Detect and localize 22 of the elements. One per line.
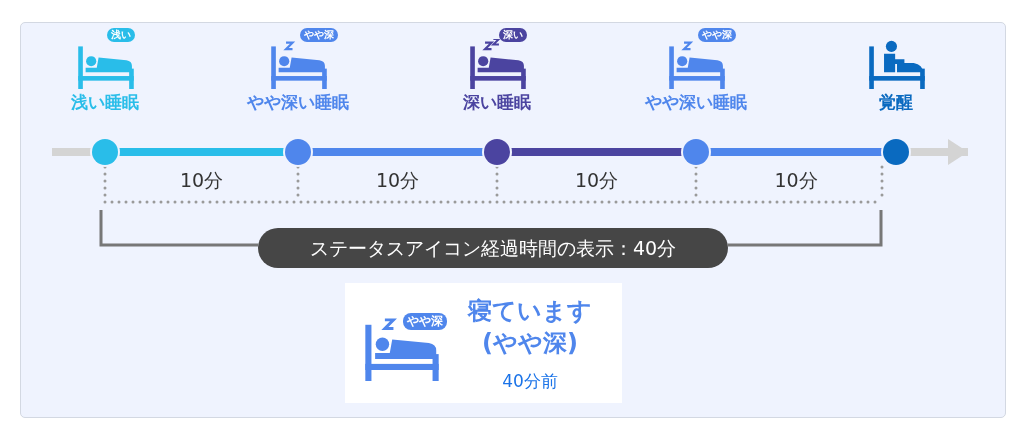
timeline-segment xyxy=(118,148,285,156)
edge-label: 10分 xyxy=(774,168,818,193)
status-heading: 寝ています (やや深) xyxy=(466,296,593,359)
stage-label: やや深い睡眠 xyxy=(645,91,747,114)
edge-label: 10分 xyxy=(574,168,619,193)
timeline-segment xyxy=(311,148,484,156)
stage-label: 深い睡眠 xyxy=(463,91,531,114)
badge: やや深 xyxy=(403,313,447,330)
stage-label: やや深い睡眠 xyxy=(247,91,349,114)
badge: やや深 xyxy=(698,28,736,42)
badge: やや深 xyxy=(300,28,338,42)
timeline-segment xyxy=(510,148,683,156)
edge-label: 10分 xyxy=(179,168,224,193)
status-pill: ステータスアイコン経過時間の表示：40分 xyxy=(258,228,728,268)
status-card xyxy=(345,283,622,403)
elapsed-time: 40分前 xyxy=(501,370,559,392)
edge-label: 10分 xyxy=(375,168,420,193)
badge: 浅い xyxy=(107,28,135,42)
badge: 深い xyxy=(499,28,527,42)
stage-label: 浅い睡眠 xyxy=(71,91,139,114)
timeline-segment xyxy=(709,148,883,156)
stage-label: 覚醒 xyxy=(879,91,913,114)
